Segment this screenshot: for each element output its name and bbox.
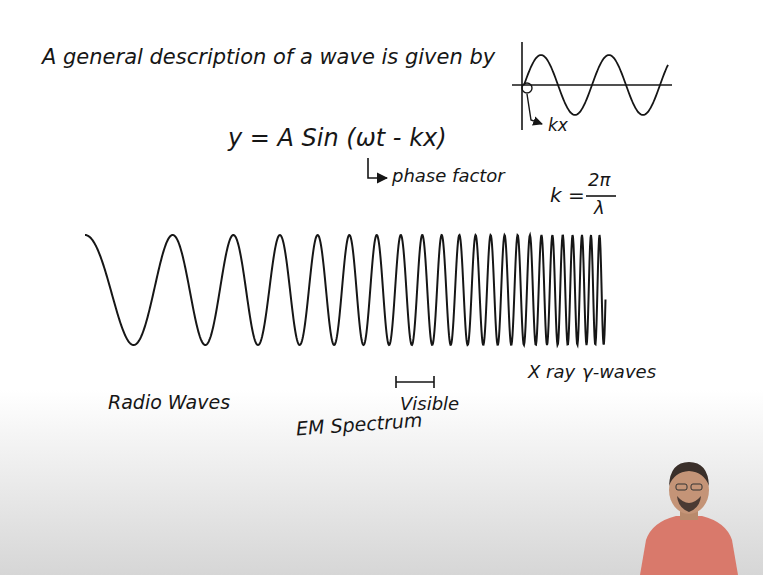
formula: k = — [550, 184, 585, 207]
fraction-numerator: 2π — [588, 170, 610, 191]
fraction-bar — [586, 195, 616, 197]
visible-range-bracket — [396, 376, 434, 388]
band-label: γ-waves — [582, 362, 656, 383]
leader-line — [527, 94, 542, 124]
board-heading: A general description of a wave is given… — [42, 45, 495, 69]
fraction-denominator: λ — [594, 198, 605, 219]
presenter-figure — [640, 462, 738, 575]
pointer-arrow — [368, 158, 387, 178]
band-label: X ray — [528, 362, 575, 383]
phase-mark — [522, 83, 532, 93]
band-label: Visible — [400, 394, 459, 415]
bottom-shade — [0, 390, 763, 575]
annotation: phase factor — [392, 166, 505, 187]
em-wave — [85, 235, 606, 345]
sine-wave — [524, 55, 668, 115]
graph-annotation: kx — [548, 116, 568, 136]
wave-equation: y = A Sin (ωt - kx) — [228, 125, 447, 153]
band-label: Radio Waves — [108, 392, 230, 414]
